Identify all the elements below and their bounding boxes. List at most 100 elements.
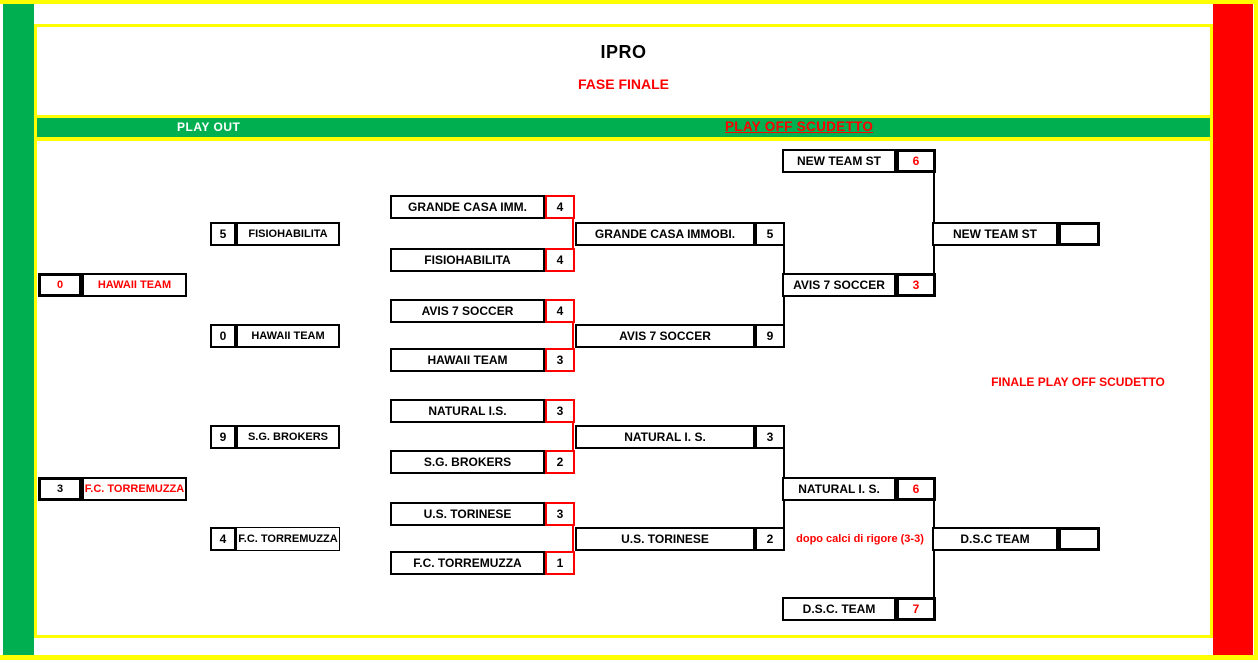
- team-cell: NEW TEAM ST: [932, 222, 1058, 246]
- outer-border-right: [1254, 0, 1258, 660]
- score-cell: 1: [545, 551, 575, 575]
- box-finalist-newteam: NEW TEAM ST: [932, 222, 1100, 246]
- score-value: 0: [56, 279, 64, 291]
- score-cell: 3: [38, 477, 82, 501]
- finale-playoff-label: FINALE PLAY OFF SCUDETTO: [991, 375, 1165, 389]
- right-red-bar: [1213, 4, 1253, 655]
- box-playout-final-torremuzza: 3 F.C. TORREMUZZA: [38, 477, 187, 501]
- team-cell: F.C. TORREMUZZA: [390, 551, 545, 575]
- box-quarter-leg-4: HAWAII TEAM 3: [390, 348, 575, 372]
- team-cell: HAWAII TEAM: [82, 273, 187, 297]
- score-cell: 5: [210, 222, 236, 246]
- team-name: GRANDE CASA IMMOBI.: [594, 227, 736, 241]
- score-cell: 4: [545, 195, 575, 219]
- score-cell: 4: [545, 299, 575, 323]
- box-playout-semi-3: 9 S.G. BROKERS: [210, 425, 340, 449]
- team-name: AVIS 7 SOCCER: [421, 304, 514, 318]
- box-quarter-leg-2: FISIOHABILITA 4: [390, 248, 575, 272]
- team-cell: D.S.C TEAM: [932, 527, 1058, 551]
- playoff-section-label: PLAY OFF SCUDETTO: [725, 119, 874, 134]
- team-cell: HAWAII TEAM: [236, 324, 340, 348]
- score-value: 7: [912, 602, 920, 616]
- score-cell: 4: [545, 248, 575, 272]
- team-name: GRANDE CASA IMM.: [408, 200, 527, 214]
- team-name: NEW TEAM ST: [953, 227, 1037, 241]
- score-value: 2: [766, 532, 774, 546]
- score-cell: 7: [896, 597, 936, 621]
- score-cell: [1058, 222, 1100, 246]
- bracket-connector: [572, 311, 574, 361]
- score-cell: [1058, 527, 1100, 551]
- team-name: S.G. BROKERS: [423, 455, 512, 469]
- team-cell: FISIOHABILITA: [236, 222, 340, 246]
- team-name: D.S.C TEAM: [960, 532, 1030, 546]
- team-cell: FISIOHABILITA: [390, 248, 545, 272]
- team-cell: U.S. TORINESE: [390, 502, 545, 526]
- team-cell: AVIS 7 SOCCER: [575, 324, 755, 348]
- score-value: 4: [556, 200, 564, 214]
- box-playout-semi-4: 4 F.C. TORREMUZZA: [210, 527, 340, 551]
- score-cell: 6: [896, 149, 936, 173]
- box-semifinalist-avis: AVIS 7 SOCCER 3: [782, 273, 936, 297]
- box-quarter-leg-8: F.C. TORREMUZZA 1: [390, 551, 575, 575]
- outer-border-bottom: [0, 655, 1258, 660]
- score-value: 3: [912, 278, 920, 292]
- box-quarter-winner-2: AVIS 7 SOCCER 9: [575, 324, 785, 348]
- team-name: HAWAII TEAM: [97, 279, 172, 291]
- team-name: S.G. BROKERS: [247, 431, 329, 443]
- score-value: 5: [766, 227, 774, 241]
- team-cell: HAWAII TEAM: [390, 348, 545, 372]
- playout-section-label: PLAY OUT: [177, 120, 241, 134]
- team-cell: U.S. TORINESE: [575, 527, 755, 551]
- team-name: NATURAL I. S.: [798, 482, 880, 496]
- team-cell: AVIS 7 SOCCER: [782, 273, 896, 297]
- box-playout-semi-1: 5 FISIOHABILITA: [210, 222, 340, 246]
- score-value: 3: [56, 483, 64, 495]
- outer-border-top: [0, 0, 1258, 4]
- team-name: U.S. TORINESE: [621, 532, 709, 546]
- team-name: NATURAL I. S.: [624, 430, 706, 444]
- bracket-connector: [572, 513, 574, 564]
- score-value: 3: [556, 404, 564, 418]
- team-name: HAWAII TEAM: [427, 353, 508, 367]
- team-cell: GRANDE CASA IMMOBI.: [575, 222, 755, 246]
- score-value: 3: [556, 353, 564, 367]
- team-cell: NATURAL I.S.: [390, 399, 545, 423]
- left-green-bar: [3, 4, 34, 655]
- score-cell: 4: [210, 527, 236, 551]
- team-cell: GRANDE CASA IMM.: [390, 195, 545, 219]
- score-value: 3: [556, 507, 564, 521]
- box-finalist-dsc: D.S.C TEAM: [932, 527, 1100, 551]
- team-cell: NATURAL I. S.: [575, 425, 755, 449]
- team-name: F.C. TORREMUZZA: [84, 483, 185, 495]
- score-cell: 3: [896, 273, 936, 297]
- box-playout-semi-2: 0 HAWAII TEAM: [210, 324, 340, 348]
- team-name: F.C. TORREMUZZA: [238, 533, 338, 545]
- team-name: D.S.C. TEAM: [802, 602, 876, 616]
- score-cell: 3: [545, 502, 575, 526]
- penalty-note-label: dopo calci di rigore (3-3): [796, 533, 924, 545]
- score-value: 6: [912, 154, 920, 168]
- score-value: 4: [219, 532, 227, 546]
- score-cell: 3: [545, 348, 575, 372]
- score-cell: 0: [210, 324, 236, 348]
- score-cell: 3: [545, 399, 575, 423]
- team-cell: S.G. BROKERS: [236, 425, 340, 449]
- score-cell: 9: [755, 324, 785, 348]
- team-cell: F.C. TORREMUZZA: [236, 527, 340, 551]
- box-quarter-leg-3: AVIS 7 SOCCER 4: [390, 299, 575, 323]
- score-cell: 3: [755, 425, 785, 449]
- team-name: F.C. TORREMUZZA: [413, 556, 522, 570]
- score-cell: 5: [755, 222, 785, 246]
- score-value: 2: [556, 455, 564, 469]
- team-cell: D.S.C. TEAM: [782, 597, 896, 621]
- bracket-connector: [572, 411, 574, 463]
- team-name: FISIOHABILITA: [248, 228, 328, 240]
- score-value: 9: [219, 430, 227, 444]
- box-quarter-winner-1: GRANDE CASA IMMOBI. 5: [575, 222, 785, 246]
- score-value: 1: [556, 556, 564, 570]
- team-name: U.S. TORINESE: [423, 507, 512, 521]
- team-name: FISIOHABILITA: [424, 253, 511, 267]
- box-semifinalist-dsc: D.S.C. TEAM 7: [782, 597, 936, 621]
